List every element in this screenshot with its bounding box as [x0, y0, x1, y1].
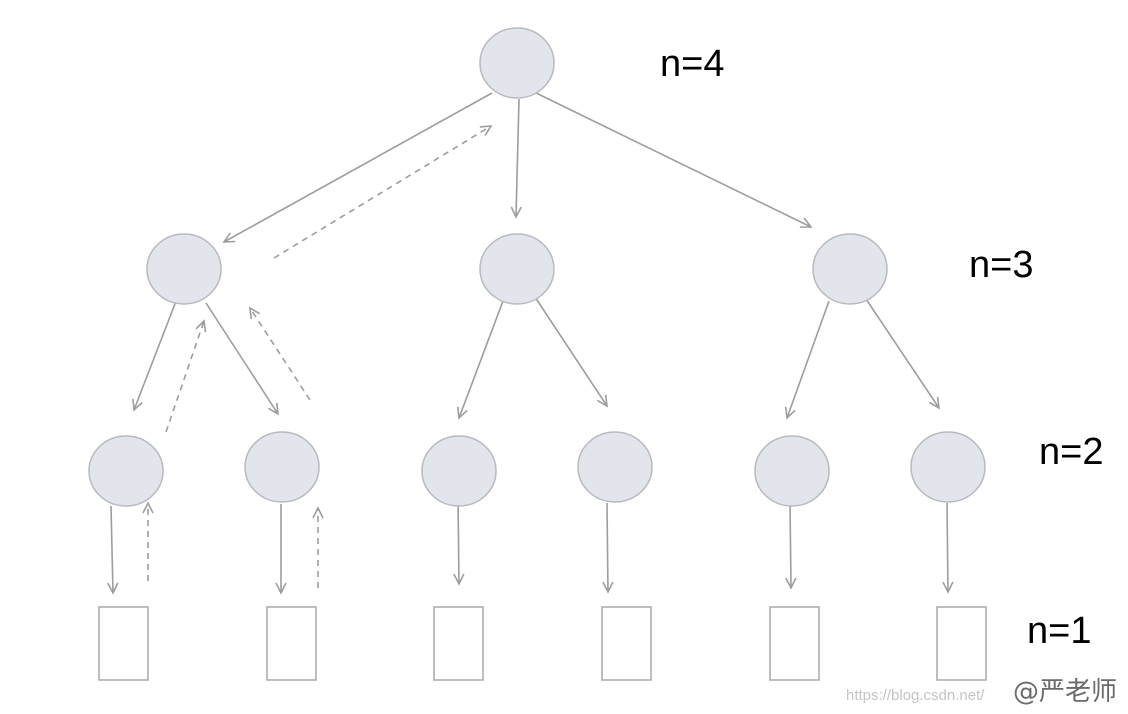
- level-label-n3: n=3: [969, 244, 1033, 286]
- leaf-n1: [266, 606, 317, 681]
- return-arrow: [273, 125, 493, 259]
- watermark-text: @严老师: [1013, 677, 1117, 707]
- level-label-n2: n=2: [1039, 431, 1103, 473]
- node-n4-root: [479, 27, 555, 99]
- watermark-url: https://blog.csdn.net/: [846, 687, 985, 704]
- call-arrow: [107, 505, 119, 595]
- level-label-n4: n=4: [660, 43, 724, 85]
- call-arrow: [132, 295, 179, 412]
- leaf-n1: [936, 606, 987, 681]
- node-n3-middle: [479, 233, 555, 305]
- call-arrow: [785, 502, 797, 590]
- call-arrow: [533, 91, 813, 228]
- call-arrow: [534, 296, 608, 408]
- level-label-n1: n=1: [1027, 610, 1091, 652]
- call-arrow: [942, 502, 954, 594]
- node-n2: [88, 435, 164, 507]
- node-n3-left: [146, 233, 222, 305]
- node-n2: [577, 431, 653, 503]
- call-arrow: [784, 300, 830, 420]
- node-n3-right: [812, 233, 888, 305]
- node-n2: [244, 431, 320, 503]
- call-arrows: [107, 91, 954, 595]
- call-arrow: [510, 98, 522, 219]
- tree-nodes: [88, 27, 986, 507]
- node-n2: [754, 435, 830, 507]
- node-n2: [421, 435, 497, 507]
- leaf-n1: [601, 606, 652, 681]
- call-arrow: [205, 302, 279, 416]
- leaf-n1: [433, 606, 484, 681]
- call-arrow: [865, 298, 940, 410]
- leaf-n1: [769, 606, 820, 681]
- call-arrow: [602, 502, 614, 594]
- return-arrows: [142, 125, 493, 588]
- call-arrow: [453, 497, 465, 586]
- call-arrow: [457, 300, 504, 420]
- return-arrow: [165, 319, 207, 433]
- node-n2: [910, 431, 986, 503]
- return-arrow: [249, 306, 311, 401]
- leaf-n1: [98, 606, 149, 681]
- tree-leaves: [98, 606, 987, 681]
- call-arrow: [222, 92, 493, 243]
